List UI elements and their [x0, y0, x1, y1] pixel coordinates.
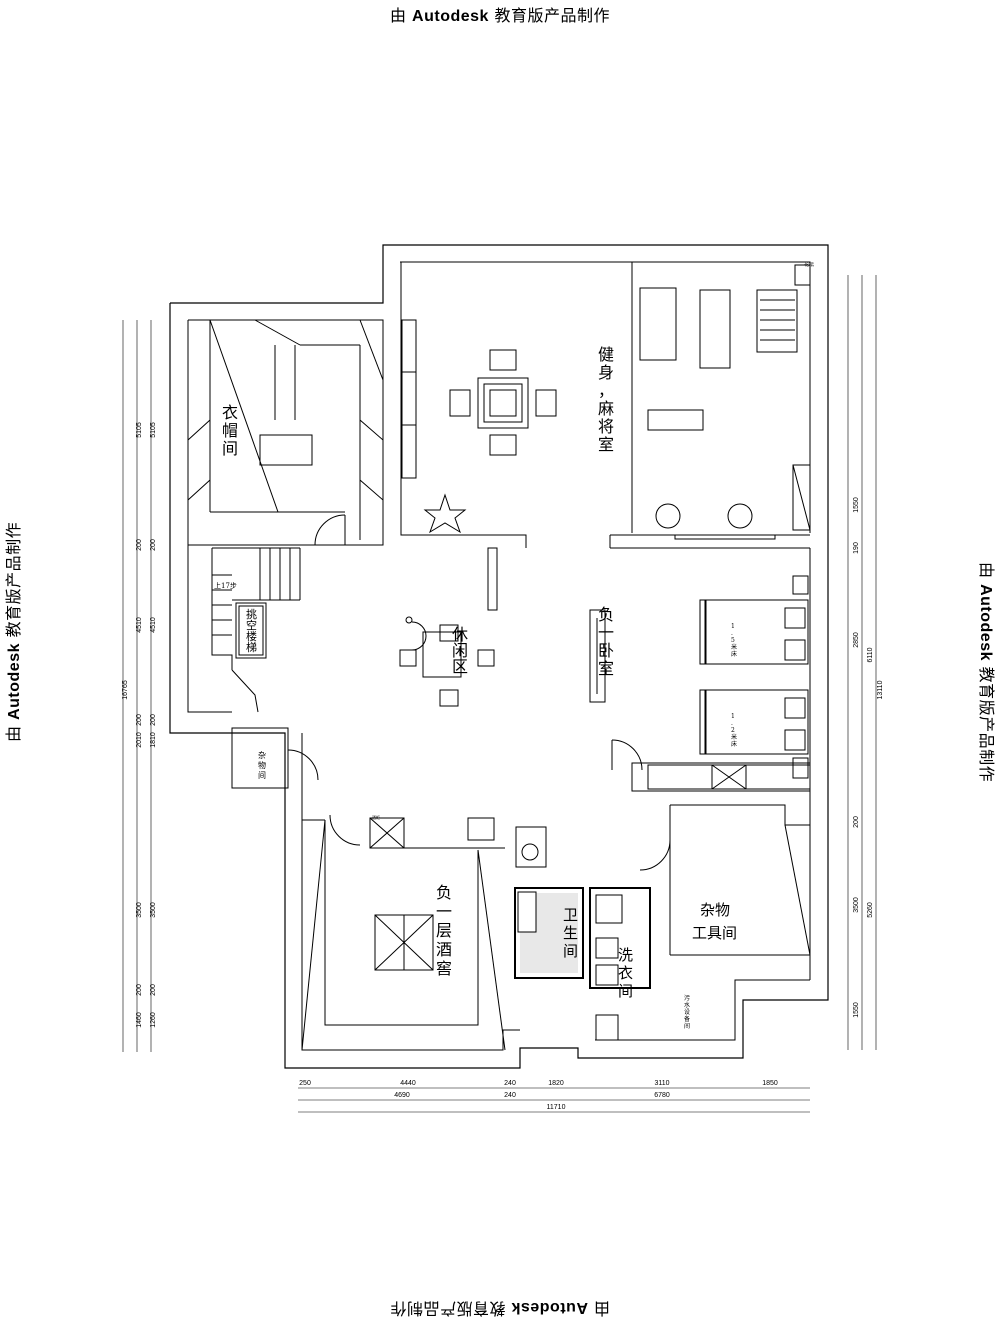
- label-leisure: 休闲区: [452, 625, 468, 676]
- laundry: [589, 887, 651, 1041]
- label-bedroom: 负一卧室: [598, 605, 614, 678]
- dim-bottom-row1: 3110: [654, 1080, 669, 1087]
- dim-bottom-row1: 1820: [548, 1080, 564, 1087]
- dim-left-col2: 200: [136, 984, 143, 996]
- dim-left-col1: 3500: [150, 902, 157, 918]
- dim-left-col1: 1260: [150, 1012, 157, 1028]
- dim-left-col1: 200: [150, 539, 157, 551]
- label-small-storage: 杂物间: [258, 751, 266, 780]
- label-utility: 杂物工具间: [692, 901, 737, 942]
- label-stair: 挑空楼梯: [246, 607, 257, 654]
- dim-left-total: 16765: [122, 680, 129, 700]
- label-bathroom: 卫生间: [563, 906, 578, 960]
- small-storage: [231, 727, 319, 789]
- utility-room: [639, 804, 811, 956]
- dim-bottom-row1: 250: [299, 1080, 311, 1087]
- dim-right-col1: 3500: [853, 897, 860, 913]
- dim-bottom-row2: 6780: [654, 1092, 670, 1099]
- dim-left-col1: 5105: [150, 422, 157, 438]
- dim-left-col1: 200: [150, 714, 157, 726]
- dim-bottom-row2: 4690: [394, 1092, 410, 1099]
- dim-bottom-row2: 240: [504, 1092, 516, 1099]
- dim-left-col1: 4510: [150, 617, 157, 633]
- label-skylight: 花坛: [804, 261, 814, 268]
- watermark-top: 由 Autodesk 教育版产品制作: [389, 6, 611, 25]
- dimension-lines: [122, 275, 877, 1113]
- dim-right-total: 13110: [877, 680, 884, 699]
- label-wine-cabinet: 酒柜: [372, 814, 380, 820]
- label-laundry: 洗衣间: [618, 946, 633, 1000]
- dim-right-col2: 6110: [867, 647, 874, 662]
- dim-left-col2: 3500: [136, 902, 143, 918]
- stairs: [211, 547, 301, 713]
- exterior-walls: [169, 244, 829, 1069]
- dim-left-col2: 4510: [136, 617, 143, 633]
- dim-left-col1: 200: [150, 984, 157, 996]
- dim-bottom-row1: 4440: [400, 1080, 416, 1087]
- dim-bottom-row1: 1850: [762, 1080, 778, 1087]
- dim-bottom-row1: 240: [504, 1080, 516, 1087]
- dim-bottom-total: 11710: [547, 1104, 566, 1111]
- leisure-area: [399, 616, 495, 707]
- dim-right-col1: 200: [853, 816, 860, 828]
- dim-right-col2: 5260: [867, 902, 874, 918]
- dim-right-col1: 190: [853, 542, 860, 554]
- dim-right-col1: 1550: [853, 1002, 860, 1018]
- label-wine-cellar: 负一层酒窖: [436, 883, 452, 978]
- label-cloakroom: 衣帽间: [222, 403, 238, 458]
- label-sewage: 污水设备间: [684, 994, 690, 1030]
- bedroom: [589, 575, 811, 792]
- cloakroom: [187, 319, 384, 546]
- dim-left-col2: 1460: [136, 1012, 143, 1028]
- dim-left-col2: 2010: [136, 732, 143, 748]
- dim-left-col2: 200: [136, 714, 143, 726]
- dim-left-col2: 200: [136, 539, 143, 551]
- room-labels: 衣帽间 健身，麻将室 休闲区 负一卧室 杂物间 负一层酒窖 卫生间 洗衣间 杂物…: [214, 261, 814, 1030]
- dim-right-col1: 2850: [853, 632, 860, 648]
- dim-left-col1: 1810: [150, 732, 157, 748]
- mahjong-area: [401, 319, 557, 534]
- bathroom: [514, 826, 584, 979]
- dim-left-col2: 5105: [136, 422, 143, 438]
- wine-cellar: [301, 814, 506, 1051]
- label-stair-up: 上17步: [214, 581, 237, 590]
- dimension-texts: 250 4440 240 1820 3110 1850 4690 240 6780 11710 51…: [122, 422, 884, 1111]
- dim-right-col1: 1550: [853, 497, 860, 513]
- label-fitness-mahjong: 健身，麻将室: [598, 345, 614, 454]
- fitness-area: [639, 264, 811, 540]
